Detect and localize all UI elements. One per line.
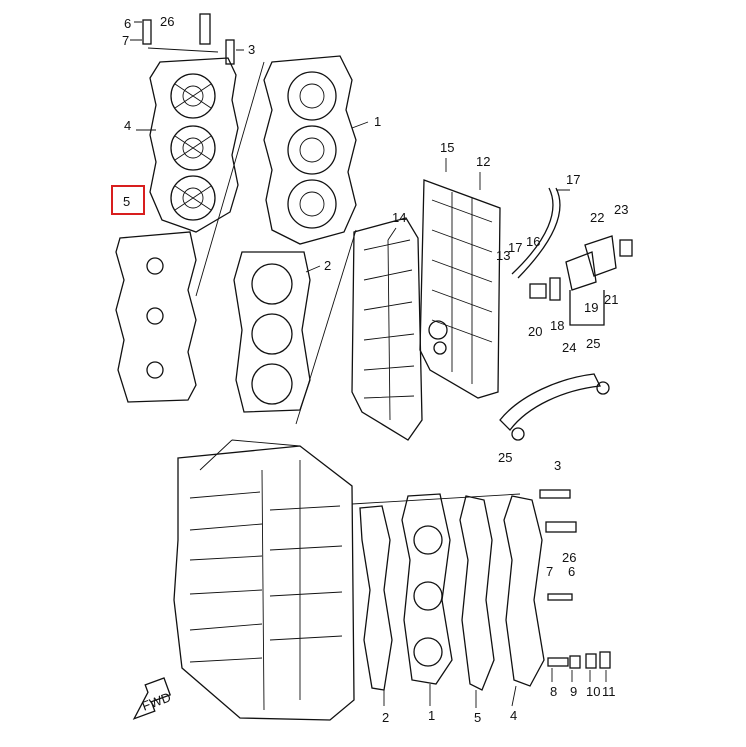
head-cover-top [149,57,239,233]
callout-4b: 4 [510,708,517,723]
bolt-3-icon [225,39,235,65]
callout-23: 23 [614,202,628,217]
bolt-23-icon [619,239,633,257]
callout-15: 15 [440,140,454,155]
callout-4: 4 [124,118,131,133]
callout-25b: 25 [498,450,512,465]
callout-24: 24 [562,340,576,355]
callout-2b: 2 [382,710,389,725]
callout-6b: 6 [568,564,575,579]
callout-17a: 17 [566,172,580,187]
exhaust-cover-12 [419,179,501,399]
highlight-box [111,185,145,215]
callout-6: 6 [124,16,131,31]
part-10-icon [585,653,597,669]
callout-3b: 3 [554,458,561,473]
callout-17b: 17 [508,240,522,255]
callout-5b: 5 [474,710,481,725]
callout-26b: 26 [562,550,576,565]
fwd-arrow-icon: FWD [132,677,173,720]
head-gasket-top [233,251,311,413]
callout-22: 22 [590,210,604,225]
callout-2: 2 [324,258,331,273]
bolt-6-lower-icon [547,593,573,601]
gasket-5-lower [459,495,495,691]
bolt-3-lower-icon [539,489,571,499]
callout-20: 20 [528,324,542,339]
spring-19-icon [565,251,597,291]
callout-1: 1 [374,114,381,129]
callout-21: 21 [604,292,618,307]
callout-1b: 1 [428,708,435,723]
callout-7b: 7 [546,564,553,579]
washer-9-icon [569,655,581,669]
fwd-label: FWD [140,689,173,713]
callout-5: 5 [123,194,130,209]
gasket-5-top [115,231,197,403]
callout-11: 11 [602,684,616,699]
head-gasket-lower [359,505,393,691]
hose-24 [499,373,601,431]
callout-18: 18 [550,318,564,333]
callout-7: 7 [122,33,129,48]
part-18-icon [549,277,561,301]
plug-26-lower-icon [545,521,577,533]
callout-16: 16 [526,234,540,249]
part-11-icon [599,651,611,669]
callout-12: 12 [476,154,490,169]
bolt-8-icon [547,657,569,667]
cover-21-icon [584,235,617,277]
callout-26: 26 [160,14,174,29]
plug-26-icon [199,13,211,45]
head-cover-lower [503,495,545,687]
callout-10: 10 [586,684,600,699]
callout-19: 19 [584,300,598,315]
callout-14: 14 [392,210,406,225]
bolt-6-icon [142,19,152,45]
part-20-icon [529,283,547,299]
cylinder-head-lower [401,493,453,685]
cylinder-head-top [263,55,357,245]
callout-8: 8 [550,684,557,699]
callout-3: 3 [248,42,255,57]
gasket-14 [351,217,423,441]
crankcase-block [173,439,355,721]
callout-13: 13 [496,248,510,263]
hose-16 [511,187,554,275]
callout-25a: 25 [586,336,600,351]
callout-9: 9 [570,684,577,699]
